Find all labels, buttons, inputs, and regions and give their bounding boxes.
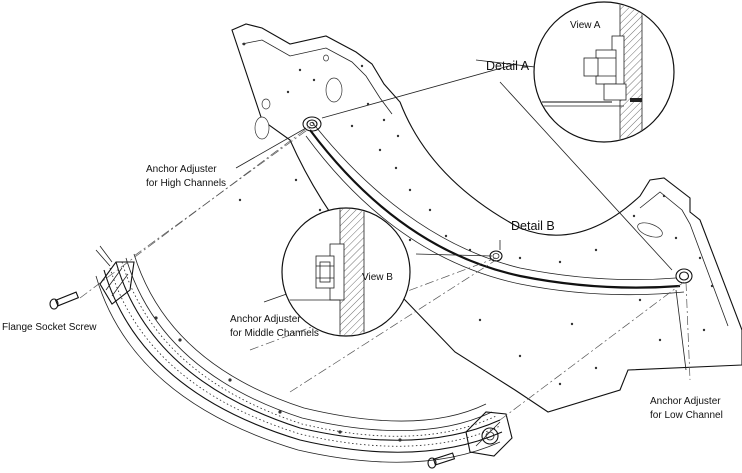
view-b-detail	[281, 207, 411, 337]
anchor-adjuster-low	[675, 268, 693, 284]
low-adjuster-label-line2: for Low Channel	[650, 410, 723, 421]
middle-adjuster-label-line1: Anchor Adjuster	[230, 314, 301, 325]
anchor-adjuster-high	[302, 116, 322, 132]
view-a-label: View A	[570, 20, 601, 31]
high-channel-rail	[309, 129, 681, 289]
channel-assembly	[95, 245, 513, 463]
low-adjuster-label-line1: Anchor Adjuster	[650, 396, 721, 407]
flange-socket-screw	[49, 291, 456, 469]
detail-b-label: Detail B	[511, 219, 555, 233]
plate-holes	[238, 42, 714, 386]
view-a-detail	[533, 1, 675, 143]
flange-screw-label: Flange Socket Screw	[2, 322, 97, 333]
high-adjuster-label-line2: for High Channels	[146, 178, 226, 189]
middle-adjuster-label-line2: for Middle Channels	[230, 328, 319, 339]
view-b-label: View B	[362, 272, 393, 283]
leader-lines	[235, 59, 687, 371]
high-adjuster-label-line1: Anchor Adjuster	[146, 164, 217, 175]
detail-a-label: Detail A	[486, 59, 530, 73]
